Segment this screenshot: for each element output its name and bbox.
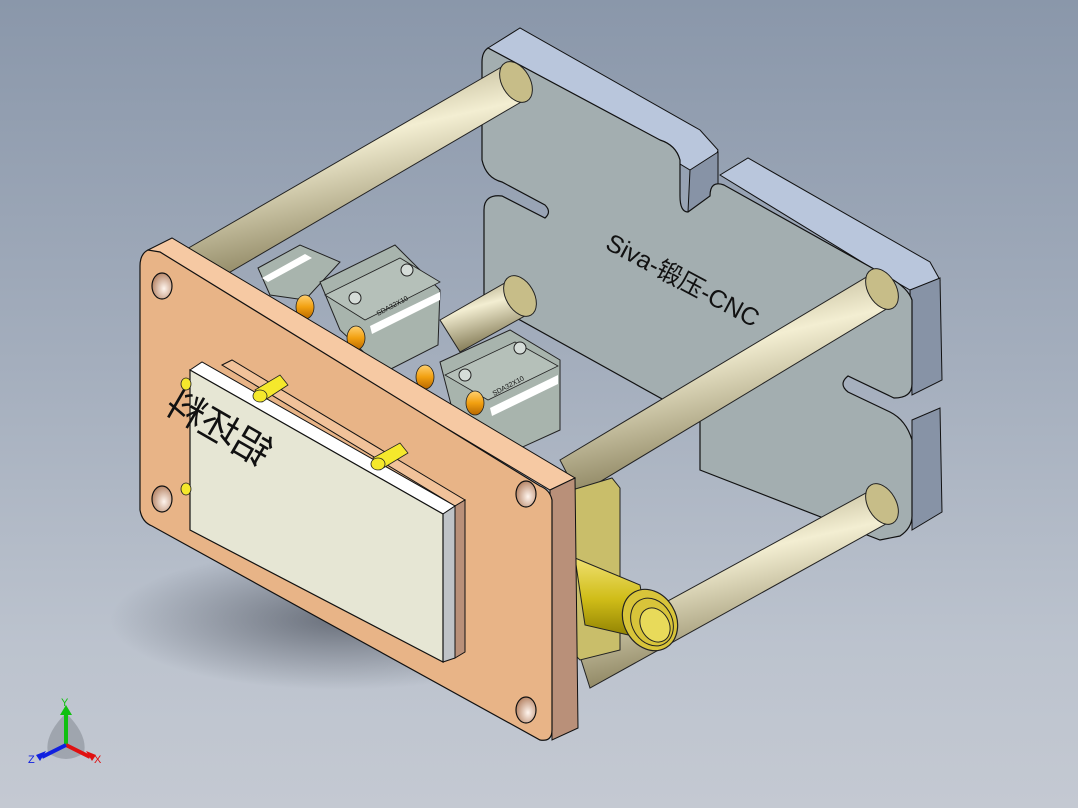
mounting-hole	[515, 696, 537, 724]
workpiece[interactable]: 铝坯料	[159, 359, 466, 663]
z-axis-arrow	[41, 743, 67, 759]
locating-pins	[180, 374, 409, 496]
cylinder-1	[257, 244, 341, 301]
back-plate[interactable]: Siva-锻压-CNC	[481, 27, 943, 541]
x-axis-arrow	[65, 743, 91, 759]
z-axis-label: Z	[28, 754, 35, 766]
y-axis-label: Y	[61, 697, 69, 709]
mounting-hole	[151, 272, 173, 300]
guide-rod-center	[439, 275, 537, 353]
x-axis-label: X	[94, 754, 102, 766]
cylinder-2: SDA32X10	[319, 244, 441, 373]
piston-rod-end	[465, 390, 485, 416]
fitting-block[interactable]	[571, 477, 689, 661]
orientation-triad[interactable]: Y X Z	[26, 695, 106, 770]
mounting-hole	[151, 485, 173, 513]
mounting-hole	[515, 480, 537, 508]
